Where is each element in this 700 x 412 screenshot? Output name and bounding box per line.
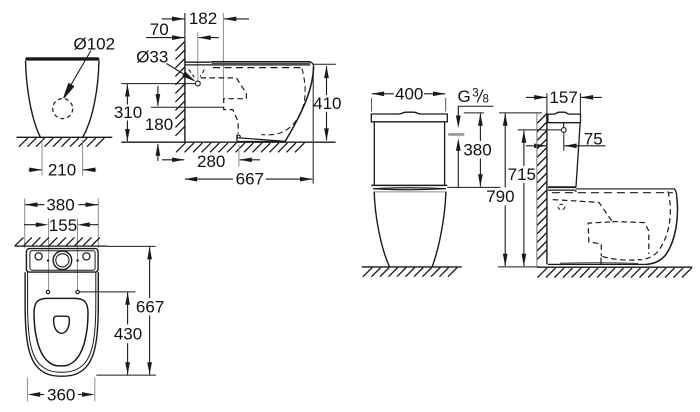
svg-text:410: 410: [313, 94, 341, 113]
svg-text:280: 280: [197, 152, 225, 171]
svg-text:180: 180: [145, 115, 173, 134]
svg-text:3: 3: [472, 88, 478, 100]
svg-text:790: 790: [486, 187, 514, 206]
svg-text:157: 157: [549, 88, 577, 107]
svg-text:70: 70: [150, 20, 169, 39]
svg-text:715: 715: [508, 165, 536, 184]
svg-text:380: 380: [46, 195, 74, 214]
svg-text:210: 210: [48, 161, 76, 180]
svg-text:400: 400: [395, 85, 423, 104]
svg-text:G: G: [458, 87, 471, 106]
svg-text:Ø102: Ø102: [74, 34, 116, 53]
svg-text:75: 75: [584, 129, 603, 148]
svg-text:667: 667: [236, 170, 264, 189]
svg-text:310: 310: [114, 103, 142, 122]
svg-text:430: 430: [114, 324, 142, 343]
svg-text:Ø33: Ø33: [136, 47, 168, 66]
svg-text:155: 155: [49, 216, 77, 235]
svg-text:360: 360: [47, 386, 75, 405]
svg-text:182: 182: [189, 9, 217, 28]
svg-text:667: 667: [136, 297, 164, 316]
svg-text:8: 8: [483, 93, 489, 105]
svg-text:380: 380: [463, 140, 491, 159]
